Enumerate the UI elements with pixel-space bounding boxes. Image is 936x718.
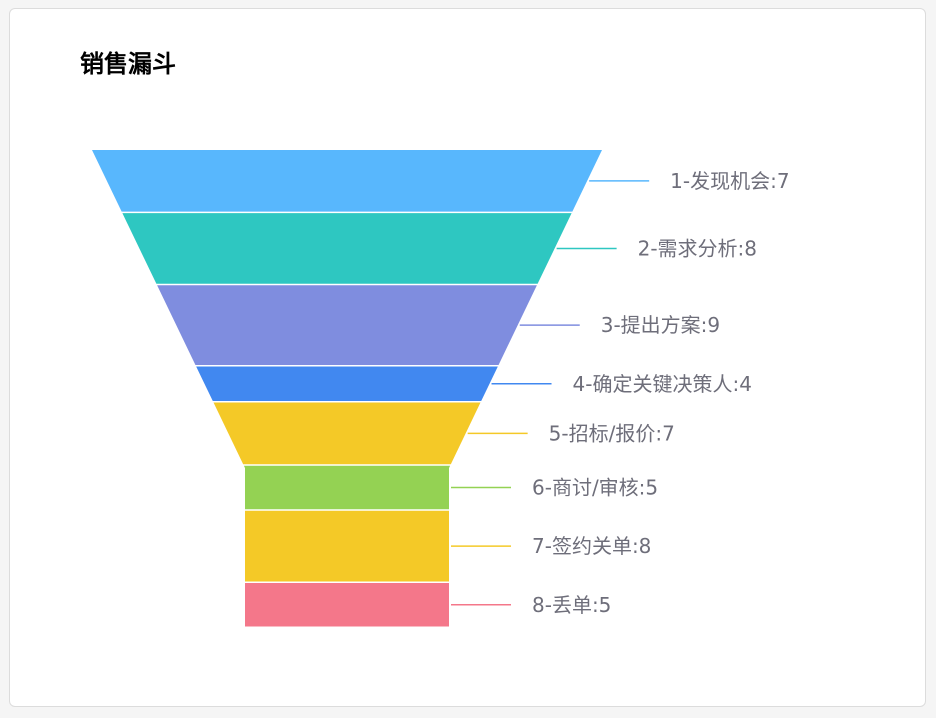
funnel-layer[interactable]: 4-确定关键决策人:4 bbox=[196, 366, 752, 402]
data-label: 3-提出方案:9 bbox=[601, 313, 720, 337]
data-label: 4-确定关键决策人:4 bbox=[573, 372, 752, 396]
funnel-layer[interactable]: 6-商讨/审核:5 bbox=[243, 465, 658, 510]
funnel-layer[interactable]: 3-提出方案:9 bbox=[157, 285, 720, 365]
funnel-layer[interactable]: 7-签约关单:8 bbox=[245, 510, 651, 582]
data-label: 1-发现机会:7 bbox=[670, 169, 789, 193]
funnel-segment[interactable] bbox=[122, 213, 572, 284]
funnel-layer[interactable]: 8-丢单:5 bbox=[245, 582, 611, 627]
funnel-segment[interactable] bbox=[196, 366, 498, 402]
funnel-segment[interactable] bbox=[243, 465, 451, 510]
funnel-segment[interactable] bbox=[245, 582, 449, 627]
funnel-segment[interactable] bbox=[157, 285, 537, 365]
funnel-segment[interactable] bbox=[213, 402, 481, 465]
chart-title: 销售漏斗 bbox=[80, 50, 176, 78]
data-label: 5-招标/报价:7 bbox=[549, 421, 675, 445]
data-label: 2-需求分析:8 bbox=[638, 236, 757, 260]
funnel-segment[interactable] bbox=[92, 150, 602, 212]
funnel-layer[interactable]: 1-发现机会:7 bbox=[92, 150, 790, 212]
data-label: 6-商讨/审核:5 bbox=[532, 476, 658, 500]
data-label: 7-签约关单:8 bbox=[532, 534, 651, 558]
funnel-layer[interactable]: 2-需求分析:8 bbox=[122, 213, 757, 284]
funnel-layer[interactable]: 5-招标/报价:7 bbox=[213, 402, 675, 465]
funnel-segment[interactable] bbox=[245, 510, 449, 582]
data-label: 8-丢单:5 bbox=[532, 593, 611, 617]
